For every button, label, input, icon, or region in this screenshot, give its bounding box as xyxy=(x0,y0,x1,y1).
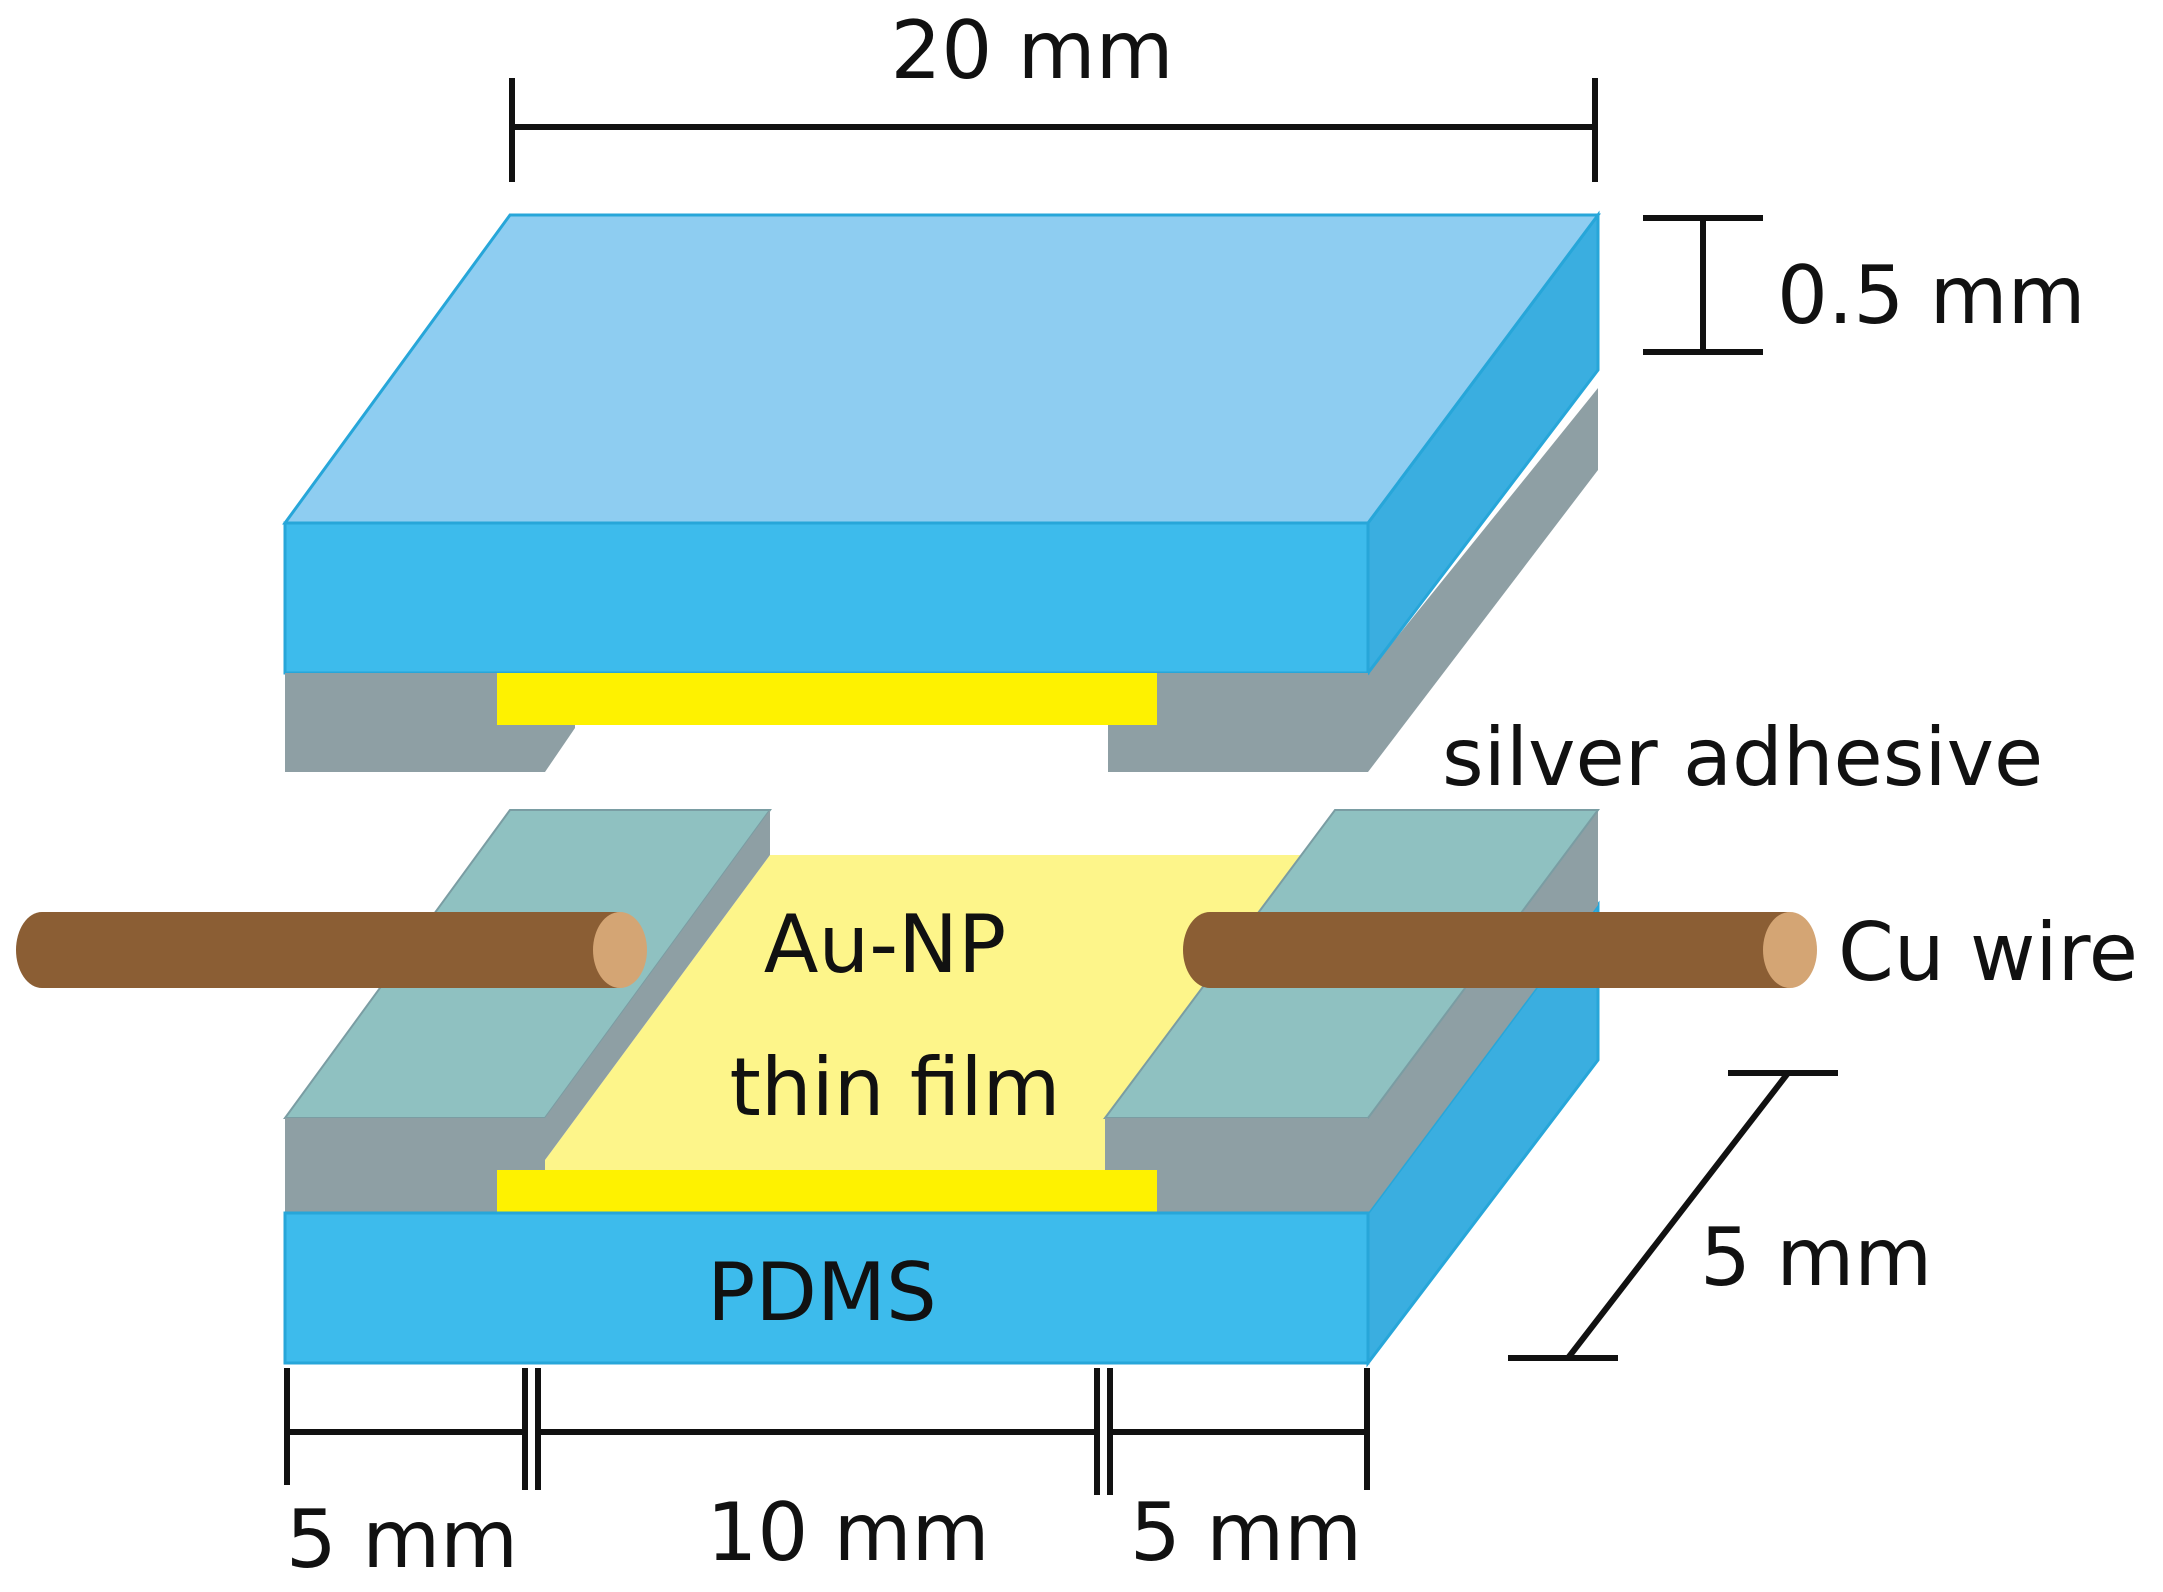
left-silver-inner-side xyxy=(545,810,770,1160)
dim-thickness xyxy=(1643,215,1763,355)
bottom-pdms-front-face xyxy=(283,1211,1370,1365)
cu-wire-left-cap xyxy=(16,912,68,988)
top-silver-right xyxy=(1108,673,1368,772)
label-cu-wire: Cu wire xyxy=(1838,906,2138,999)
label-film-line2: thin film xyxy=(730,1041,1061,1134)
label-bottom-middle: 10 mm xyxy=(706,1486,989,1579)
top-pdms-plate xyxy=(282,210,1601,772)
label-depth: 5 mm xyxy=(1700,1211,1932,1304)
dim-width-top xyxy=(509,78,1598,182)
top-pdms-front-face xyxy=(283,521,1370,675)
dim-depth xyxy=(1508,1070,1838,1361)
top-pdms-top-face xyxy=(282,213,1601,525)
label-film-line1: Au-NP xyxy=(764,898,1006,991)
cu-wire-right xyxy=(1183,912,1817,988)
bottom-silver-side xyxy=(1368,810,1598,1213)
label-silver-adhesive: silver adhesive xyxy=(1442,711,2043,804)
dim-bottom xyxy=(284,1368,1370,1495)
cu-wire-left-body xyxy=(42,912,620,988)
cu-wire-right-body xyxy=(1210,912,1790,988)
label-width-top: 20 mm xyxy=(890,4,1173,97)
label-bottom-right: 5 mm xyxy=(1130,1486,1362,1579)
label-substrate: PDMS xyxy=(707,1246,937,1339)
top-gold-strip xyxy=(497,673,1157,725)
label-thickness: 0.5 mm xyxy=(1777,249,2086,342)
label-bottom-left: 5 mm xyxy=(286,1493,518,1586)
cu-wire-right-end xyxy=(1763,912,1817,988)
bottom-gold-strip xyxy=(497,1170,1157,1213)
cu-wire-right-cap xyxy=(1183,912,1237,988)
cu-wire-left xyxy=(16,912,647,988)
cu-wire-left-end xyxy=(593,912,647,988)
top-silver-side xyxy=(1368,388,1598,772)
